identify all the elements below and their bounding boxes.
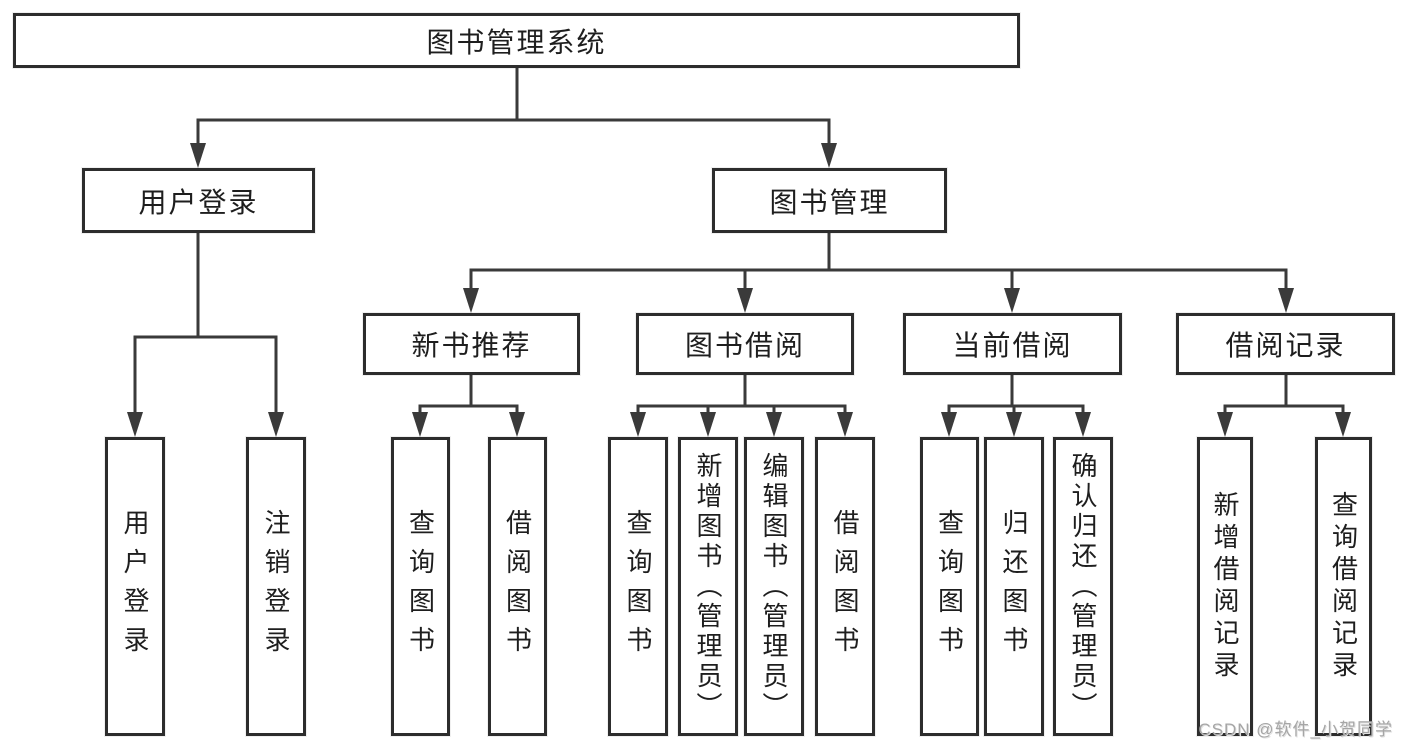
node-label: 图书管理	[769, 186, 890, 218]
connector-new-book	[412, 375, 525, 437]
leaf-add-book-admin: 新增图书（管理员）	[678, 437, 738, 736]
leaf-label: 新增图书（管理员）	[693, 451, 723, 722]
node-book-management: 图书管理	[712, 168, 947, 233]
leaf-edit-book-admin: 编辑图书（管理员）	[744, 437, 804, 736]
node-label: 图书管理系统	[426, 26, 607, 58]
leaf-logout: 注销登录	[246, 437, 306, 736]
leaf-borrow-books-recommend: 借阅图书	[488, 437, 547, 736]
leaf-label: 注销登录	[261, 508, 291, 665]
arrowhead-icon	[1335, 412, 1351, 437]
arrowhead-icon	[630, 412, 646, 437]
arrowhead-icon	[268, 412, 284, 437]
leaf-query-books-current: 查询图书	[920, 437, 979, 736]
node-label: 借阅记录	[1225, 330, 1346, 361]
leaf-confirm-return-admin: 确认归还（管理员）	[1053, 437, 1113, 736]
arrowhead-icon	[412, 412, 428, 437]
csdn-watermark: CSDN @软件_小贺同学	[1198, 720, 1393, 739]
connector-book-borrow	[630, 375, 853, 437]
arrowhead-icon	[1217, 412, 1233, 437]
leaf-label: 查询图书	[934, 508, 965, 665]
node-label: 图书借阅	[684, 330, 805, 361]
leaf-return-book: 归还图书	[984, 437, 1044, 736]
leaf-label: 归还图书	[999, 508, 1029, 665]
arrowhead-icon	[463, 288, 479, 313]
leaf-label: 新增借阅记录	[1210, 490, 1240, 683]
arrowhead-icon	[127, 412, 143, 437]
leaf-label: 编辑图书（管理员）	[759, 451, 789, 722]
connector-root	[190, 68, 837, 168]
arrowhead-icon	[821, 143, 837, 168]
arrowhead-icon	[1075, 412, 1091, 437]
node-book-borrow: 图书借阅	[636, 313, 854, 375]
leaf-label: 查询图书	[405, 508, 436, 665]
connector-current-borrow	[941, 375, 1091, 437]
arrowhead-icon	[700, 412, 716, 437]
leaf-label: 查询图书	[623, 508, 653, 665]
leaf-user-login: 用户登录	[105, 437, 165, 736]
leaf-label: 借阅图书	[830, 508, 860, 665]
arrowhead-icon	[509, 412, 525, 437]
node-user-login: 用户登录	[82, 168, 315, 233]
leaf-label: 用户登录	[120, 508, 150, 665]
node-current-borrow: 当前借阅	[903, 313, 1122, 375]
node-label: 新书推荐	[411, 330, 532, 361]
leaf-query-books-borrow: 查询图书	[608, 437, 668, 736]
node-new-book-recommend: 新书推荐	[363, 313, 580, 375]
arrowhead-icon	[837, 412, 853, 437]
leaf-label: 确认归还（管理员）	[1068, 451, 1098, 722]
arrowhead-icon	[766, 412, 782, 437]
leaf-query-books-recommend: 查询图书	[391, 437, 450, 736]
node-borrow-records: 借阅记录	[1176, 313, 1395, 375]
leaf-label: 借阅图书	[502, 508, 533, 665]
leaf-borrow-books-borrow: 借阅图书	[815, 437, 875, 736]
leaf-label: 查询借阅记录	[1328, 490, 1359, 683]
arrowhead-icon	[1004, 288, 1020, 313]
arrowhead-icon	[941, 412, 957, 437]
arrowhead-icon	[1278, 288, 1294, 313]
connector-user-login	[127, 233, 284, 437]
node-label: 用户登录	[138, 186, 259, 218]
connector-book-management	[463, 233, 1294, 313]
connector-borrow-records	[1217, 375, 1351, 437]
arrowhead-icon	[1006, 412, 1022, 437]
node-label: 当前借阅	[952, 330, 1073, 361]
leaf-add-borrow-record: 新增借阅记录	[1197, 437, 1253, 736]
node-library-management-system: 图书管理系统	[13, 13, 1020, 68]
leaf-query-borrow-record: 查询借阅记录	[1315, 437, 1372, 736]
arrowhead-icon	[737, 288, 753, 313]
arrowhead-icon	[190, 143, 206, 168]
